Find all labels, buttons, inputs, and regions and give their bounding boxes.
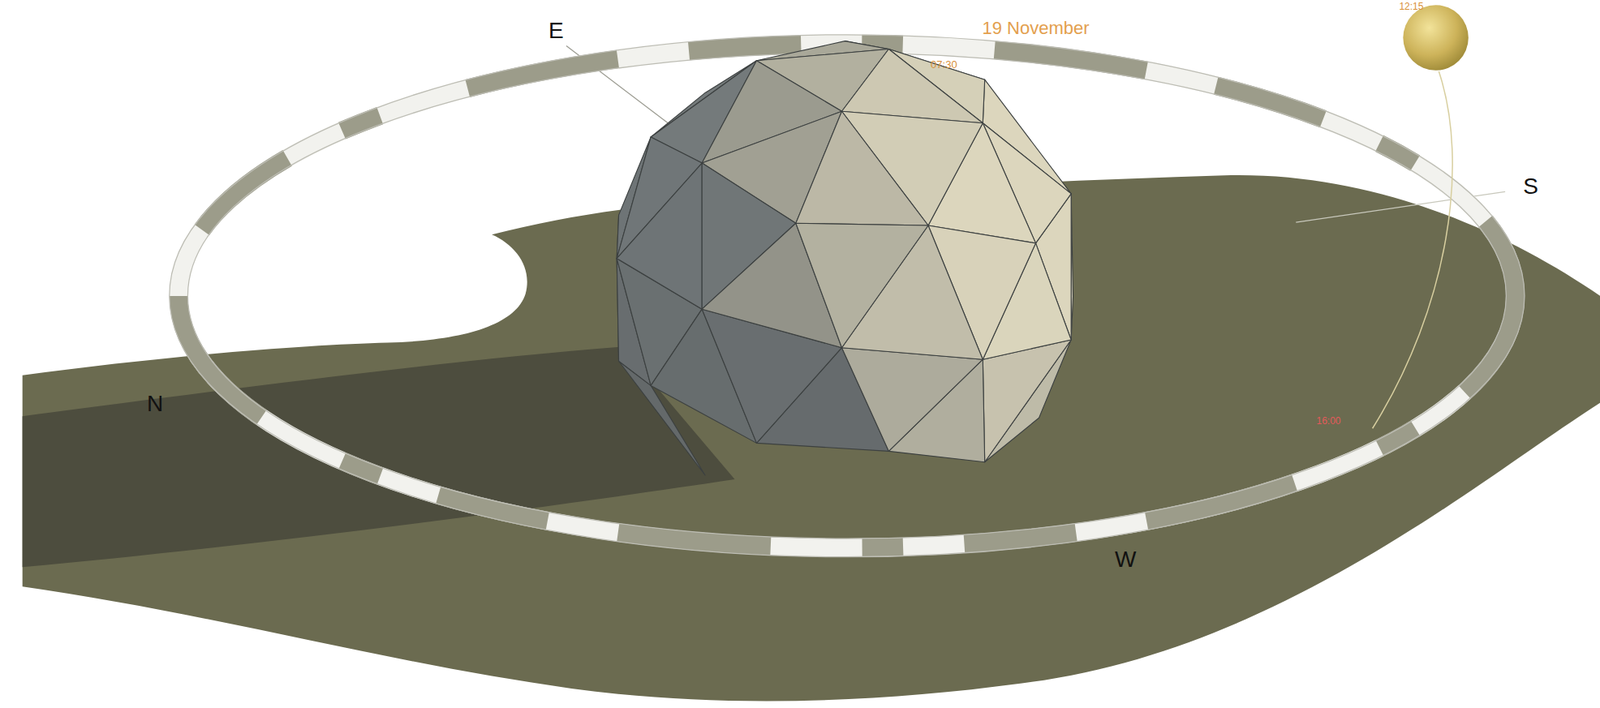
- sun: [1402, 4, 1468, 70]
- compass-label: W: [1114, 548, 1136, 572]
- date-label: 19 November: [982, 19, 1090, 38]
- dome-facet: [616, 163, 702, 310]
- time-label: 07:30: [930, 59, 958, 70]
- ground: [22, 175, 1600, 702]
- dome-facet: [842, 48, 984, 123]
- compass-label: E: [548, 19, 564, 43]
- dome-facet: [795, 111, 929, 226]
- time-label: 16:00: [1316, 416, 1342, 426]
- compass-label: N: [146, 392, 164, 416]
- dome-facet: [842, 348, 984, 452]
- sun-path: [1372, 71, 1454, 429]
- time-label: 12:15: [1398, 1, 1424, 12]
- compass-label: S: [1522, 175, 1539, 198]
- dome-facet: [982, 339, 1071, 463]
- geodesic-dome: [616, 41, 1073, 476]
- dome-facet: [795, 223, 929, 348]
- compass-ring: [169, 34, 1525, 558]
